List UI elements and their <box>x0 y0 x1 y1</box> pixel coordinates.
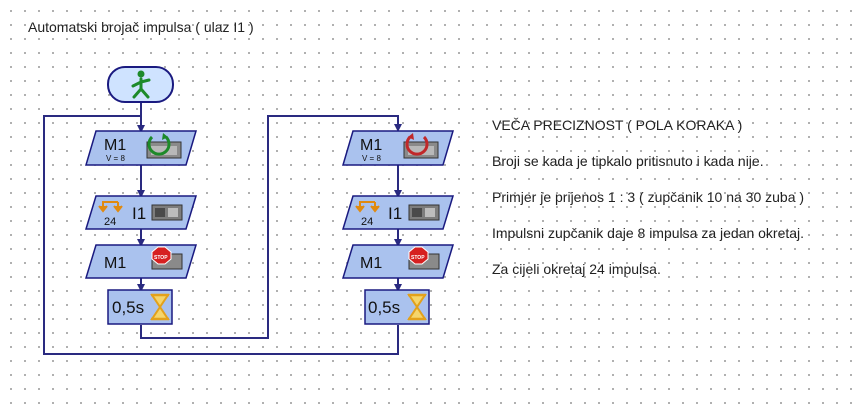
note-line: Impulsni zupčanik daje 8 impulsa za jeda… <box>492 225 805 241</box>
counter-input: I1 <box>388 204 402 223</box>
wait-block-right[interactable]: 0,5s <box>364 289 430 325</box>
motor-right-icon <box>403 133 439 159</box>
counter-input: I1 <box>132 204 146 223</box>
hourglass-icon <box>407 293 427 321</box>
notes-panel: VEČA PRECIZNOST ( POLA KORAKA ) Broji se… <box>492 112 804 292</box>
count-arrows-icon <box>355 201 380 213</box>
svg-text:STOP: STOP <box>154 255 168 261</box>
stop-label: M1 <box>360 255 382 272</box>
note-line: Primjer je prijenos 1 : 3 ( zupčanik 10 … <box>492 189 805 205</box>
count-arrows-icon <box>98 201 123 213</box>
connector-lines <box>43 102 402 355</box>
stop-sign-icon: STOP <box>408 246 440 270</box>
wait-block-left[interactable]: 0,5s <box>107 289 173 325</box>
wait-label: 0,5s <box>112 298 144 317</box>
counter-count: 24 <box>361 216 373 228</box>
hourglass-icon <box>150 293 170 321</box>
counter-block-right[interactable]: 24 I1 <box>341 195 455 230</box>
motor-label: M1 <box>104 137 126 154</box>
motor-block-right[interactable]: M1 V = 8 <box>341 130 455 166</box>
motor-speed: V = 8 <box>106 154 125 163</box>
start-block[interactable] <box>107 66 174 103</box>
program-title: Automatski brojač impulsa ( ulaz I1 ) <box>28 19 254 35</box>
note-line: Za cijeli okretaj 24 impulsa. <box>492 261 661 277</box>
motor-speed: V = 8 <box>362 154 381 163</box>
note-line: VEČA PRECIZNOST ( POLA KORAKA ) <box>492 117 743 133</box>
running-man-icon <box>131 70 151 99</box>
svg-text:STOP: STOP <box>411 255 425 261</box>
motor-block-left[interactable]: M1 V = 8 <box>84 130 198 166</box>
stop-block-left[interactable]: M1 STOP <box>84 244 198 279</box>
sensor-icon <box>151 204 183 221</box>
motor-label: M1 <box>360 137 382 154</box>
motor-left-icon <box>146 133 182 159</box>
counter-block-left[interactable]: 24 I1 <box>84 195 198 230</box>
stop-block-right[interactable]: M1 STOP <box>341 244 455 279</box>
stop-label: M1 <box>104 255 126 272</box>
sensor-icon <box>408 204 440 221</box>
note-line: Broji se kada je tipkalo pritisnuto i ka… <box>492 153 764 169</box>
wait-label: 0,5s <box>368 298 400 317</box>
counter-count: 24 <box>104 216 116 228</box>
stop-sign-icon: STOP <box>151 246 183 270</box>
